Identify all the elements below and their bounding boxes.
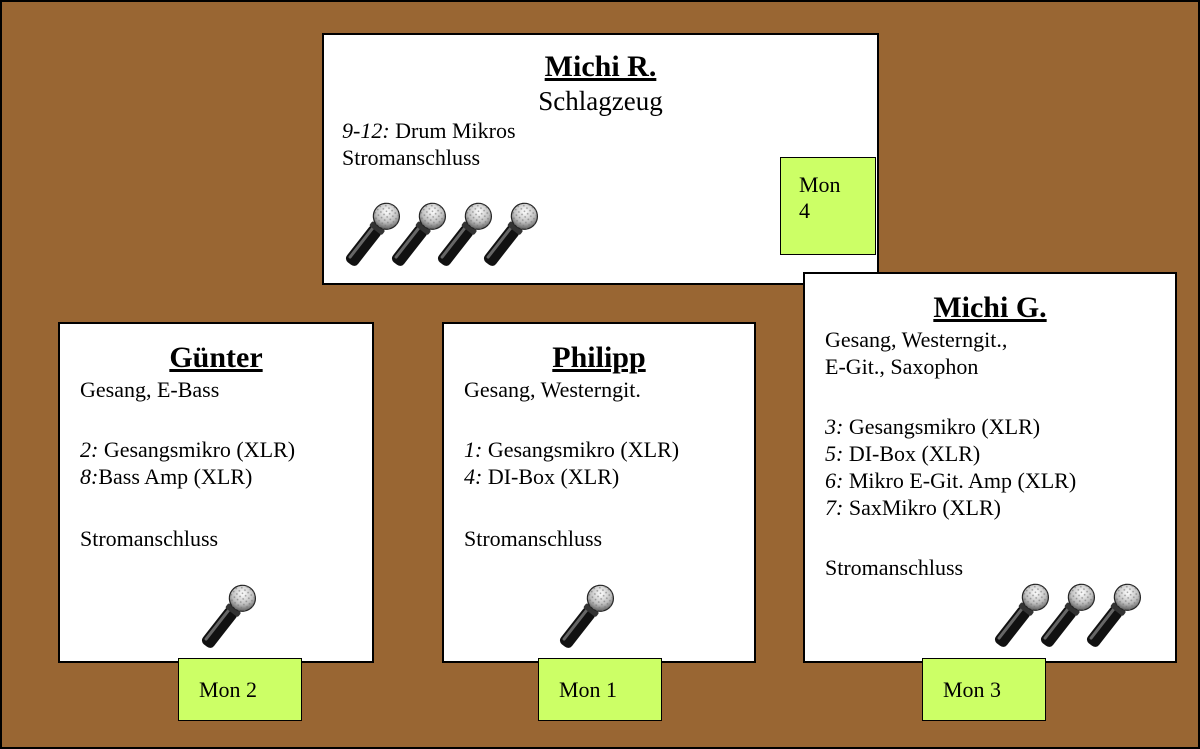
performer-name: Philipp [552, 341, 646, 374]
channel-line: 1: Gesangsmikro (XLR) [464, 436, 754, 463]
performer-instrument: Schlagzeug [538, 86, 663, 116]
channel-label: DI-Box (XLR) [482, 464, 620, 489]
channel-label: Gesangsmikro (XLR) [843, 414, 1041, 439]
monitor-4: Mon 4 [780, 157, 876, 255]
channel-label: Mikro E-Git. Amp (XLR) [843, 468, 1077, 493]
performer-name: Michi R. [544, 50, 657, 83]
channel-number: 1: [464, 437, 483, 462]
channel-number: 2: [80, 437, 99, 462]
channel-label: Gesangsmikro (XLR) [98, 437, 296, 462]
channel-label: Bass Amp (XLR) [98, 464, 253, 489]
channel-line: 2: Gesangsmikro (XLR) [80, 436, 372, 463]
power-label: Stromanschluss [342, 145, 481, 170]
mic-group [342, 197, 526, 275]
monitor-label: Mon 2 [199, 677, 258, 702]
channel-label: DI-Box (XLR) [843, 441, 981, 466]
microphone-icon [556, 579, 614, 657]
monitor-label: Mon [799, 172, 841, 197]
mic-group [198, 579, 244, 657]
performer-instrument: Gesang, Westerngit. [464, 377, 641, 402]
monitor-label: Mon 3 [943, 677, 1002, 702]
performer-box-guenter: Günter Gesang, E-Bass 2: Gesangsmikro (X… [58, 322, 374, 663]
microphone-icon [1083, 578, 1141, 656]
performer-box-philipp: Philipp Gesang, Westerngit. 1: Gesangsmi… [442, 322, 756, 663]
power-label: Stromanschluss [825, 555, 964, 580]
performer-name: Günter [169, 341, 263, 374]
channel-line: 5: DI-Box (XLR) [825, 440, 1175, 467]
channel-line: 4: DI-Box (XLR) [464, 463, 754, 490]
monitor-label: Mon 1 [559, 677, 618, 702]
performer-box-michi-g: Michi G. Gesang, Westerngit., E-Git., Sa… [803, 272, 1177, 663]
channel-line: 3: Gesangsmikro (XLR) [825, 413, 1175, 440]
channel-line: 6: Mikro E-Git. Amp (XLR) [825, 467, 1175, 494]
channel-number: 5: [825, 441, 844, 466]
performer-instrument: Gesang, E-Bass [80, 377, 220, 402]
channel-label: SaxMikro (XLR) [843, 495, 1001, 520]
performer-instrument-line: E-Git., Saxophon [825, 354, 979, 379]
channel-label: Drum Mikros [389, 118, 516, 143]
performer-name: Michi G. [933, 291, 1047, 324]
channel-number: 7: [825, 495, 844, 520]
power-label: Stromanschluss [80, 526, 219, 551]
monitor-1: Mon 1 [538, 658, 662, 721]
channel-label: Gesangsmikro (XLR) [482, 437, 680, 462]
channel-number: 8: [80, 464, 99, 489]
power-label: Stromanschluss [464, 526, 603, 551]
channel-number: 4: [464, 464, 483, 489]
microphone-icon [198, 579, 256, 657]
channel-line: 7: SaxMikro (XLR) [825, 494, 1175, 521]
channel-line: 9-12: Drum Mikros [342, 117, 877, 144]
channel-number: 3: [825, 414, 844, 439]
microphone-icon [480, 197, 538, 275]
monitor-2: Mon 2 [178, 658, 302, 721]
monitor-3: Mon 3 [922, 658, 1046, 721]
channel-number: 6: [825, 468, 844, 493]
mic-group [556, 579, 602, 657]
performer-instrument-line: Gesang, Westerngit., [825, 327, 1008, 352]
channel-line: 8:Bass Amp (XLR) [80, 463, 372, 490]
channel-number: 9-12: [342, 118, 390, 143]
monitor-number: 4 [799, 198, 810, 223]
mic-group [991, 578, 1129, 656]
